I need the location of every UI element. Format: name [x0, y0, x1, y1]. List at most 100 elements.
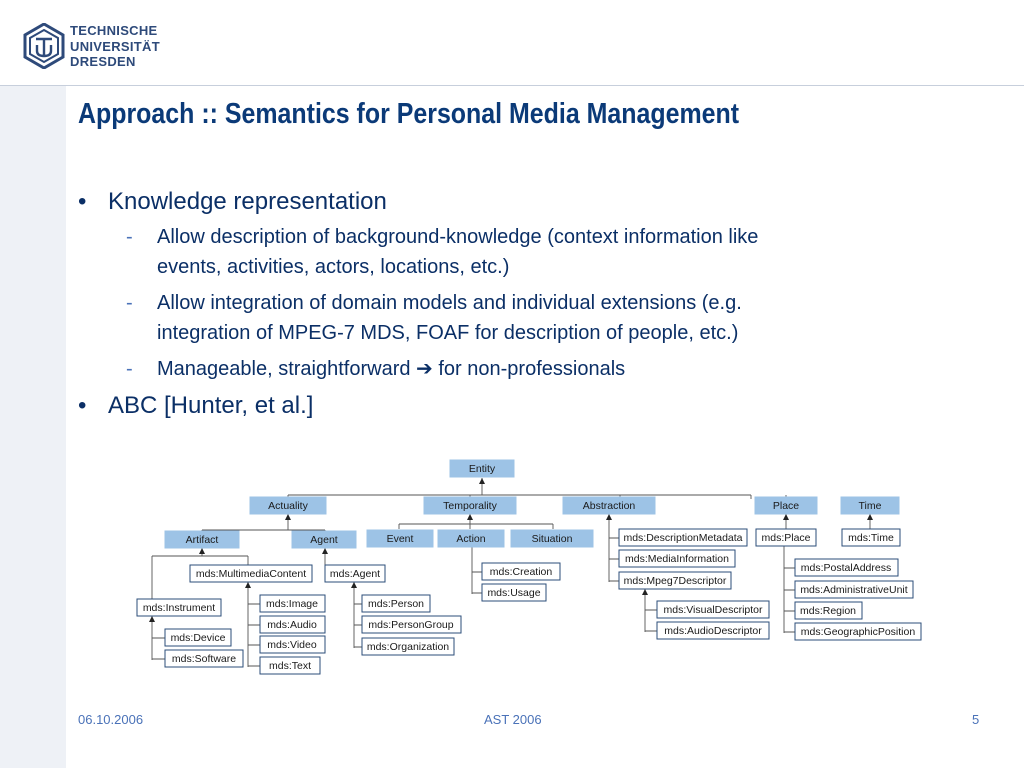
- logo-line: UNIVERSITÄT: [70, 38, 160, 54]
- svg-text:Actuality: Actuality: [268, 500, 308, 512]
- diagram-node-mds-person-group: mds:PersonGroup: [361, 615, 462, 634]
- svg-text:mds:Video: mds:Video: [267, 639, 317, 651]
- diagram-node-mds-administrative-unit: mds:AdministrativeUnit: [794, 580, 914, 599]
- sub-bullet-text: events, activities, actors, locations, e…: [157, 256, 510, 278]
- diagram-node-mds-multimedia-content: mds:MultimediaContent: [189, 564, 313, 583]
- svg-text:Temporality: Temporality: [443, 500, 497, 512]
- svg-text:mds:Software: mds:Software: [172, 653, 236, 665]
- svg-text:mds:MultimediaContent: mds:MultimediaContent: [196, 568, 306, 580]
- svg-text:mds:Usage: mds:Usage: [487, 587, 540, 599]
- svg-text:mds:Text: mds:Text: [269, 660, 311, 672]
- sub-bullet-item: - Manageable, straightforward ➔ for non-…: [78, 354, 937, 384]
- bullet-item: • Knowledge representation: [78, 186, 978, 218]
- diagram-node-mds-image: mds:Image: [259, 594, 326, 613]
- svg-text:mds:Time: mds:Time: [848, 532, 894, 544]
- diagram-node-event: Event: [366, 529, 434, 548]
- diagram-node-mds-description-metadata: mds:DescriptionMetadata: [618, 528, 748, 547]
- diagram-node-mds-software: mds:Software: [164, 649, 244, 668]
- diagram-node-mds-device: mds:Device: [164, 628, 232, 647]
- svg-text:mds:Place: mds:Place: [761, 532, 810, 544]
- header-divider: [0, 85, 1024, 86]
- svg-text:mds:VisualDescriptor: mds:VisualDescriptor: [663, 604, 763, 616]
- svg-text:mds:AudioDescriptor: mds:AudioDescriptor: [664, 625, 762, 637]
- diagram-node-mds-instrument: mds:Instrument: [136, 598, 222, 617]
- logo-line: TECHNISCHE: [70, 23, 158, 38]
- abc-ontology-diagram: Entity Actuality Temporality Abstraction…: [136, 459, 922, 675]
- svg-text:mds:Region: mds:Region: [800, 605, 856, 617]
- diagram-node-mds-text: mds:Text: [259, 656, 321, 675]
- bullet-item: • ABC [Hunter, et al.]: [78, 390, 978, 422]
- footer-date: 06.10.2006: [78, 712, 144, 727]
- svg-text:mds:GeographicPosition: mds:GeographicPosition: [801, 626, 916, 638]
- diagram-node-mds-creation: mds:Creation: [481, 562, 561, 581]
- svg-text:mds:DescriptionMetadata: mds:DescriptionMetadata: [623, 532, 742, 544]
- svg-text:Agent: Agent: [310, 534, 338, 546]
- diagram-node-abstraction: Abstraction: [562, 496, 656, 515]
- sub-bullet-item: - Allow integration of domain models and…: [78, 288, 937, 348]
- svg-text:mds:Instrument: mds:Instrument: [143, 602, 215, 614]
- svg-text:Situation: Situation: [532, 533, 573, 545]
- diagram-node-temporality: Temporality: [423, 496, 517, 515]
- sub-bullet-dash: -: [126, 292, 133, 314]
- sub-bullet-text: Allow description of background-knowledg…: [157, 226, 759, 248]
- svg-text:mds:MediaInformation: mds:MediaInformation: [625, 553, 729, 565]
- diagram-node-actuality: Actuality: [249, 496, 327, 515]
- left-decorative-strip: [0, 86, 66, 768]
- sub-bullet-dash: -: [126, 358, 133, 380]
- svg-text:mds:Creation: mds:Creation: [490, 566, 553, 578]
- diagram-node-mds-media-information: mds:MediaInformation: [618, 549, 736, 568]
- diagram-node-agent: Agent: [291, 530, 357, 549]
- diagram-node-mds-postal-address: mds:PostalAddress: [794, 558, 899, 577]
- svg-text:mds:Person: mds:Person: [368, 598, 424, 610]
- tu-dresden-logo-icon: [23, 23, 65, 69]
- svg-text:mds:Organization: mds:Organization: [367, 641, 449, 653]
- diagram-connectors: [151, 478, 871, 667]
- svg-text:Time: Time: [859, 500, 882, 512]
- diagram-node-mds-audio: mds:Audio: [259, 615, 326, 634]
- bullet-dot: •: [78, 188, 87, 215]
- svg-text:mds:Mpeg7Descriptor: mds:Mpeg7Descriptor: [624, 575, 727, 587]
- svg-text:Entity: Entity: [469, 463, 496, 475]
- diagram-node-mds-organization: mds:Organization: [361, 637, 455, 656]
- svg-text:mds:AdministrativeUnit: mds:AdministrativeUnit: [800, 584, 907, 596]
- svg-text:Action: Action: [456, 533, 485, 545]
- sub-bullet-text: for non-professionals: [438, 358, 626, 380]
- svg-text:mds:PostalAddress: mds:PostalAddress: [801, 562, 891, 574]
- sub-bullet-text: Manageable, straightforward: [157, 358, 411, 380]
- svg-text:mds:PersonGroup: mds:PersonGroup: [368, 619, 453, 631]
- diagram-node-mds-mpeg7-descriptor: mds:Mpeg7Descriptor: [618, 571, 732, 590]
- diagram-node-action: Action: [437, 529, 505, 548]
- sub-bullet-text: Allow integration of domain models and i…: [157, 292, 742, 314]
- diagram-node-mds-video: mds:Video: [259, 635, 326, 654]
- diagram-node-mds-person: mds:Person: [361, 594, 431, 613]
- diagram-node-time: Time: [840, 496, 900, 515]
- svg-text:mds:Agent: mds:Agent: [330, 568, 380, 580]
- logo-line: DRESDEN: [70, 54, 136, 69]
- diagram-node-mds-usage: mds:Usage: [481, 583, 547, 602]
- svg-text:Place: Place: [773, 500, 799, 512]
- diagram-node-mds-place: mds:Place: [755, 528, 817, 547]
- bullet-list: • Knowledge representation - Allow descr…: [78, 186, 978, 426]
- bullet-text: ABC [Hunter, et al.]: [108, 392, 314, 419]
- diagram-node-mds-time: mds:Time: [841, 528, 901, 547]
- footer-page-number: 5: [972, 712, 980, 727]
- sub-bullet-dash: -: [126, 226, 133, 248]
- svg-text:Abstraction: Abstraction: [583, 500, 636, 512]
- bullet-text: Knowledge representation: [108, 188, 387, 215]
- svg-text:Event: Event: [387, 533, 414, 545]
- svg-text:Artifact: Artifact: [186, 534, 219, 546]
- diagram-node-mds-audio-descriptor: mds:AudioDescriptor: [656, 621, 770, 640]
- diagram-node-entity: Entity: [449, 459, 515, 478]
- diagram-node-situation: Situation: [510, 529, 594, 548]
- svg-text:mds:Audio: mds:Audio: [267, 619, 317, 631]
- slide-title: Approach :: Semantics for Personal Media…: [78, 98, 740, 130]
- diagram-node-mds-region: mds:Region: [794, 601, 863, 620]
- footer-event: AST 2006: [484, 712, 542, 727]
- diagram-node-mds-visual-descriptor: mds:VisualDescriptor: [656, 600, 770, 619]
- sub-bullet-item: - Allow description of background-knowle…: [78, 222, 937, 282]
- university-name: TECHNISCHE UNIVERSITÄT DRESDEN: [70, 23, 160, 70]
- diagram-node-mds-geographic-position: mds:GeographicPosition: [794, 622, 922, 641]
- diagram-node-mds-agent: mds:Agent: [324, 564, 386, 583]
- svg-text:mds:Device: mds:Device: [171, 632, 226, 644]
- arrow-right-icon: ➔: [416, 358, 433, 380]
